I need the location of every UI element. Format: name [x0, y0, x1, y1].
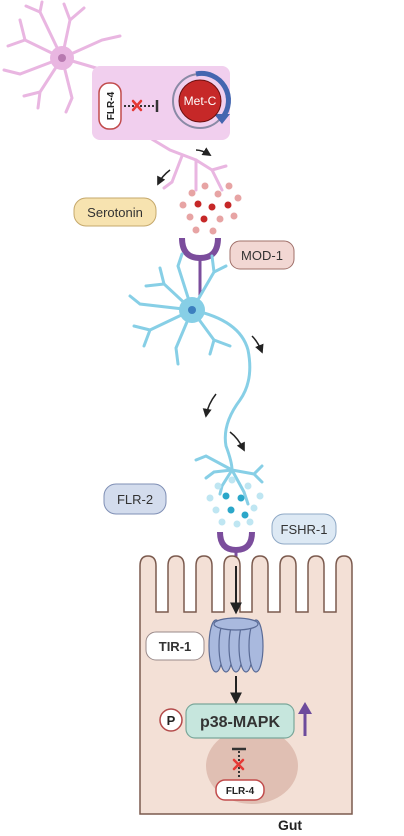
gut-cell — [139, 555, 353, 815]
flr2-label: FLR-2 — [117, 492, 153, 507]
flr4-top-capsule — [98, 82, 122, 130]
p38-box — [185, 703, 295, 739]
arrow-icon — [251, 335, 264, 354]
mod1-receptor — [179, 237, 221, 262]
rotate-arrowhead-icon — [214, 114, 230, 124]
pink-neuron-nucleus — [58, 54, 66, 62]
mod1-label: MOD-1 — [241, 248, 283, 263]
inhibit-x-icon — [232, 758, 245, 771]
met-c-circle — [178, 79, 222, 123]
arrow-icon — [229, 431, 245, 452]
flr4-bottom-capsule — [215, 779, 265, 801]
phospho-badge — [159, 708, 183, 732]
rotate-arrow-icon — [195, 70, 231, 120]
arrow-icon — [157, 169, 171, 186]
arrow-icon — [202, 393, 217, 418]
tir1-label: TIR-1 — [159, 639, 192, 654]
up-arrowhead-icon — [298, 702, 312, 714]
serotonin-label: Serotonin — [87, 205, 143, 220]
flr4-bottom-label: FLR-4 — [226, 786, 255, 797]
fshr1-label: FSHR-1 — [281, 522, 328, 537]
mod1-box — [229, 240, 295, 270]
fshr1-receptor — [217, 531, 255, 554]
tir1-complex — [208, 617, 264, 673]
phospho-label: P — [167, 713, 176, 728]
cyan-neuron — [128, 252, 264, 506]
cyan-neuron-nucleus — [188, 306, 196, 314]
arrow-icon — [195, 147, 212, 156]
inhibit-x-icon — [131, 99, 143, 112]
met-c-label: Met-C — [184, 94, 217, 108]
flr2-box — [103, 483, 167, 515]
serotonin-box — [73, 197, 157, 227]
flr4-top-label: FLR-4 — [106, 91, 117, 120]
gut-label: Gut — [278, 817, 302, 833]
tir1-box — [145, 631, 205, 661]
flr2-vesicles — [206, 476, 264, 528]
p38-label: p38-MAPK — [200, 714, 280, 731]
fshr1-box — [271, 513, 337, 545]
serotonin-vesicles — [179, 182, 242, 235]
